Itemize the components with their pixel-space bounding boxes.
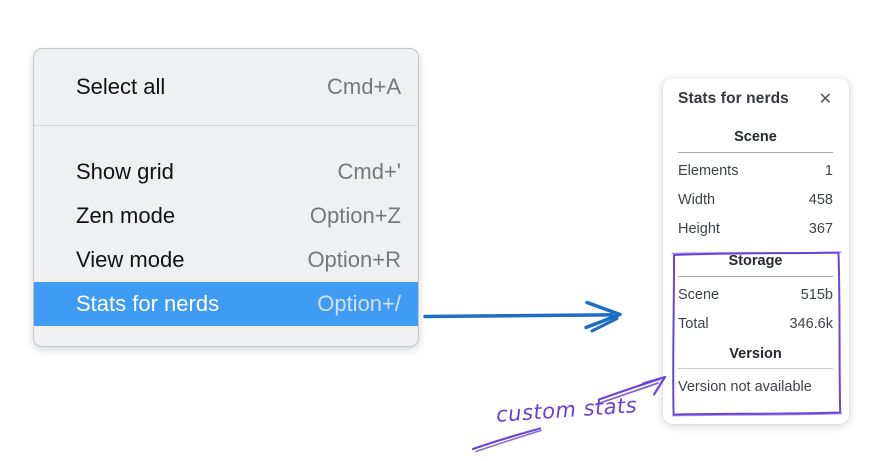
stat-row-elements: Elements 1 [678,157,833,186]
section-heading-storage: Storage [728,253,783,269]
stat-row-width: Width 458 [678,186,833,215]
stat-row-total-storage: Total 346.6k [678,310,833,339]
menu-item-shortcut: Option+R [307,247,401,272]
stats-panel-header: Stats for nerds ✕ [678,88,833,110]
menu-section-bottom: Show grid Cmd+' Zen mode Option+Z View m… [34,126,418,336]
stat-row-scene-storage: Scene 515b [678,281,833,310]
stat-value: 1 [824,163,833,179]
section-heading-scene: Scene [734,129,777,145]
menu-item-select-all[interactable]: Select all Cmd+A [34,66,418,108]
annotation-label: custom stats [495,393,638,427]
menu-item-label: Select all [76,74,166,99]
stat-value: 346.6k [789,316,833,332]
context-menu: Select all Cmd+A Show grid Cmd+' Zen mod… [33,48,419,347]
menu-section-top: Select all Cmd+A [34,49,418,125]
menu-item-stats-for-nerds[interactable]: Stats for nerds Option+/ [34,282,418,326]
close-icon[interactable]: ✕ [818,89,832,108]
stats-panel-title: Stats for nerds [678,90,789,107]
menu-item-label: Show grid [76,159,174,184]
stat-value: 367 [808,221,833,237]
menu-item-label: View mode [76,247,185,272]
menu-item-shortcut: Cmd+' [337,159,402,184]
stat-label: Elements [678,163,739,179]
stat-value: 515b [800,287,833,303]
menu-item-show-grid[interactable]: Show grid Cmd+' [34,150,418,194]
menu-item-view-mode[interactable]: View mode Option+R [34,238,418,282]
menu-item-zen-mode[interactable]: Zen mode Option+Z [34,194,418,238]
stat-label: Height [678,221,720,237]
menu-item-shortcut: Option+Z [309,203,401,228]
flow-arrow [423,300,622,333]
stat-value: 458 [808,192,833,208]
stat-label: Total [678,316,709,332]
stats-for-nerds-panel: Stats for nerds ✕ Scene Elements 1 Width… [663,78,849,424]
version-note: Version not available [678,379,812,395]
menu-item-label: Zen mode [76,203,176,228]
menu-item-shortcut: Option+/ [317,291,401,316]
stat-label: Width [678,192,716,208]
section-divider [678,368,833,369]
stat-label: Scene [678,287,720,303]
section-divider [678,276,833,277]
menu-separator [34,125,418,126]
section-divider [678,152,833,153]
section-heading-version: Version [729,346,782,362]
stat-row-height: Height 367 [678,215,833,244]
menu-item-label: Stats for nerds [76,291,220,316]
menu-item-shortcut: Cmd+A [327,74,401,99]
